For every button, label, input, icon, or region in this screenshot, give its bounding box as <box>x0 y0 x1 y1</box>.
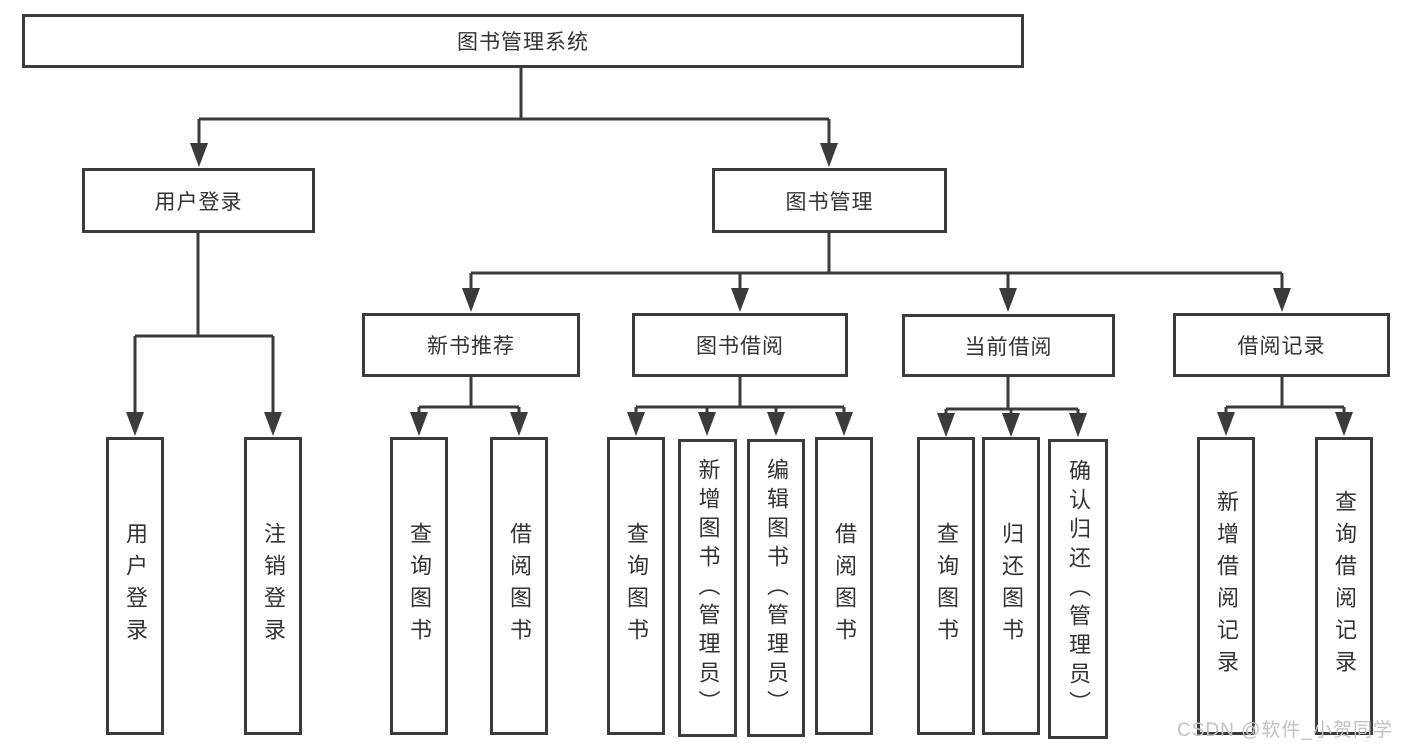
leaf-confirm-return-admin-label: 确认归还（管理员） <box>1066 458 1091 720</box>
node-new-book-recommend: 新书推荐 <box>362 313 580 377</box>
connector-current-borrowing-to-children <box>937 376 1087 437</box>
node-book-management-label: 图书管理 <box>785 190 874 214</box>
leaf-query-books-borrowing-label: 查询图书 <box>624 522 649 650</box>
connector-book-management-to-level3 <box>462 233 1291 312</box>
node-user-login: 用户登录 <box>82 168 315 233</box>
node-new-book-recommend-label: 新书推荐 <box>427 335 515 358</box>
connector-book-borrowing-to-children <box>627 377 853 436</box>
leaf-query-books-current-label: 查询图书 <box>934 522 959 650</box>
connector-new-book-recommend-to-children <box>410 377 528 436</box>
node-book-management: 图书管理 <box>712 168 947 233</box>
leaf-query-books-recommend-label: 查询图书 <box>407 522 432 650</box>
leaf-edit-books-admin-label: 编辑图书（管理员） <box>764 457 789 719</box>
leaf-borrow-books: 借阅图书 <box>815 437 873 735</box>
node-user-login-label: 用户登录 <box>154 190 243 214</box>
node-borrowing-records: 借阅记录 <box>1173 313 1390 377</box>
leaf-user-login-label: 用户登录 <box>123 522 148 650</box>
leaf-add-borrow-record: 新增借阅记录 <box>1197 437 1255 735</box>
leaf-query-books-current: 查询图书 <box>917 437 975 735</box>
leaf-user-login: 用户登录 <box>106 437 164 735</box>
leaf-query-books-recommend: 查询图书 <box>390 437 448 735</box>
leaf-logout-login-label: 注销登录 <box>261 522 286 650</box>
node-book-borrowing-label: 图书借阅 <box>696 335 784 358</box>
leaf-query-books-borrowing: 查询图书 <box>607 437 665 735</box>
node-library-system: 图书管理系统 <box>22 14 1024 68</box>
leaf-query-borrow-record: 查询借阅记录 <box>1315 437 1373 735</box>
watermark: CSDN @软件_小贺同学 <box>1177 720 1393 741</box>
node-book-borrowing: 图书借阅 <box>632 313 848 377</box>
node-current-borrowing-label: 当前借阅 <box>964 335 1053 359</box>
leaf-edit-books-admin: 编辑图书（管理员） <box>747 439 805 737</box>
connector-user-login-to-children <box>126 233 282 436</box>
leaf-logout-login: 注销登录 <box>244 437 302 735</box>
leaf-borrow-books-recommend: 借阅图书 <box>490 437 548 735</box>
connector-root-to-level2 <box>190 68 838 167</box>
node-library-system-label: 图书管理系统 <box>457 31 589 54</box>
node-borrowing-records-label: 借阅记录 <box>1237 335 1326 358</box>
leaf-add-books-admin-label: 新增图书（管理员） <box>695 457 721 719</box>
leaf-borrow-books-label: 借阅图书 <box>832 522 857 650</box>
leaf-add-books-admin: 新增图书（管理员） <box>678 439 737 737</box>
leaf-borrow-books-recommend-label: 借阅图书 <box>507 522 532 650</box>
leaf-query-borrow-record-label: 查询借阅记录 <box>1332 490 1357 682</box>
node-current-borrowing: 当前借阅 <box>902 314 1115 377</box>
connector-borrowing-records-to-children <box>1217 377 1353 436</box>
leaf-add-borrow-record-label: 新增借阅记录 <box>1214 490 1239 682</box>
leaf-confirm-return-admin: 确认归还（管理员） <box>1048 439 1108 739</box>
leaf-return-books: 归还图书 <box>982 437 1040 735</box>
leaf-return-books-label: 归还图书 <box>999 522 1024 650</box>
